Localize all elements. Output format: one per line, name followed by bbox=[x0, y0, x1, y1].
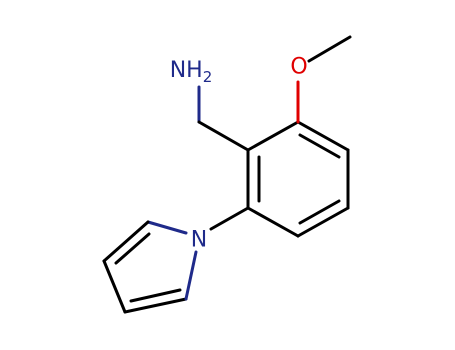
bond-ch2-ring bbox=[197, 120, 250, 152]
amine-label: NH2 bbox=[170, 58, 213, 87]
methoxy-oxygen-label: O bbox=[290, 55, 307, 80]
pyrrole-nitrogen-label: N bbox=[191, 228, 207, 253]
bonds bbox=[102, 35, 352, 314]
bond-c1-c2 bbox=[246, 120, 300, 152]
bond-ring-pyrrole-n bbox=[209, 206, 250, 231]
bond-ca-cb bbox=[102, 220, 150, 263]
bond-n-ca bbox=[146, 220, 188, 235]
bond-c4-c5-inner bbox=[298, 199, 341, 225]
bond-cc-cd bbox=[123, 297, 188, 314]
bond-ca-cb-inner bbox=[114, 232, 151, 265]
bond-c5-c6 bbox=[246, 206, 300, 238]
bond-cb-cc bbox=[102, 259, 127, 314]
amine-subscript: 2 bbox=[203, 68, 213, 86]
bond-o-ch3 bbox=[307, 35, 352, 63]
bond-c4-c5 bbox=[296, 206, 350, 238]
atom-labels: NH2 O N bbox=[170, 55, 308, 253]
bond-c2-c3-inner bbox=[298, 133, 341, 159]
bond-c2-c3 bbox=[296, 120, 350, 152]
amine-symbol: NH bbox=[170, 58, 203, 83]
bond-cc-cd-inner bbox=[129, 288, 182, 303]
bond-cd-n bbox=[184, 250, 198, 301]
